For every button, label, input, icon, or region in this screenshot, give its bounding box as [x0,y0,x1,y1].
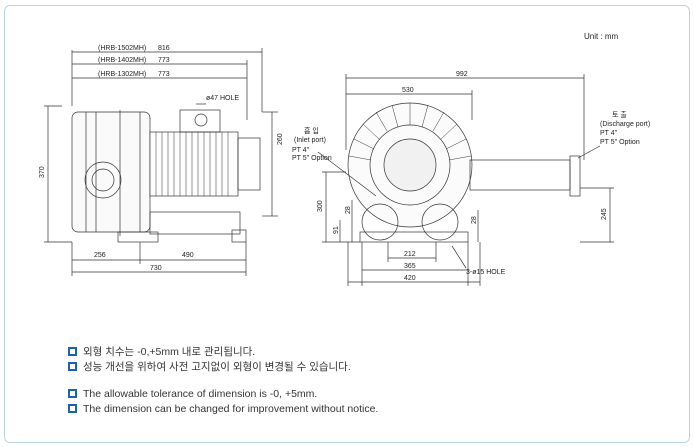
foot-dim-420: 420 [404,275,416,282]
front-height-300: 300 [317,200,324,212]
side-hole-label: ø47 HOLE [206,95,239,102]
model-length-1402: 773 [158,57,170,64]
discharge-title: 토 출 [612,110,627,119]
front-view [317,74,614,286]
front-housing-width: 530 [402,87,414,94]
front-dim-91: 91 [333,226,340,234]
inlet-title: 흡 입 [304,126,319,135]
side-height-top: 260 [277,133,284,145]
model-length-1302: 773 [158,71,170,78]
note-item: The dimension can be changed for improve… [68,401,378,416]
note-item: 성능 개선을 위하여 사전 고지없이 외형이 변경될 수 있습니다. [68,359,378,374]
note-en-tolerance: The allowable tolerance of dimension is … [83,387,318,400]
foot-dim-212: 212 [404,251,416,258]
square-bullet-icon [68,347,77,356]
square-bullet-icon [68,404,77,413]
side-base-total: 730 [150,265,162,272]
discharge-pt5: PT 5" Option [600,139,640,146]
foot-dim-365: 365 [404,263,416,270]
front-dim-245: 245 [601,208,608,220]
side-height-total: 370 [39,166,46,178]
front-overall-width: 992 [456,71,468,78]
model-name-1502: (HRB-1502MH) [98,45,146,52]
note-ko-tolerance: 외형 치수는 -0,+5mm 내로 관리됩니다. [83,346,256,358]
front-dim-28-right: 28 [471,216,478,224]
front-dim-28-left: 28 [345,206,352,214]
notes-section: 외형 치수는 -0,+5mm 내로 관리됩니다. 성능 개선을 위하여 사전 고… [68,344,378,416]
inlet-subtitle: (Inlet port) [294,137,326,144]
discharge-subtitle: (Discharge port) [600,121,650,128]
note-item: 외형 치수는 -0,+5mm 내로 관리됩니다. [68,344,378,359]
side-view [44,48,278,276]
note-en-change: The dimension can be changed for improve… [83,402,379,415]
note-ko-change: 성능 개선을 위하여 사전 고지없이 외형이 변경될 수 있습니다. [83,361,351,373]
discharge-pt4: PT 4" [600,130,618,137]
note-item: The allowable tolerance of dimension is … [68,386,378,401]
unit-label: Unit : mm [584,32,619,41]
side-base-left: 256 [94,252,106,259]
model-name-1402: (HRB-1402MH) [98,57,146,64]
square-bullet-icon [68,389,77,398]
model-length-1502: 816 [158,45,170,52]
inlet-pt5: PT 5" Option [292,155,332,162]
square-bullet-icon [68,362,77,371]
side-base-right: 490 [182,252,194,259]
inlet-pt4: PT 4" [292,147,310,154]
foot-hole-spec: 3-ø15 HOLE [466,269,506,276]
model-name-1302: (HRB-1302MH) [98,71,146,78]
